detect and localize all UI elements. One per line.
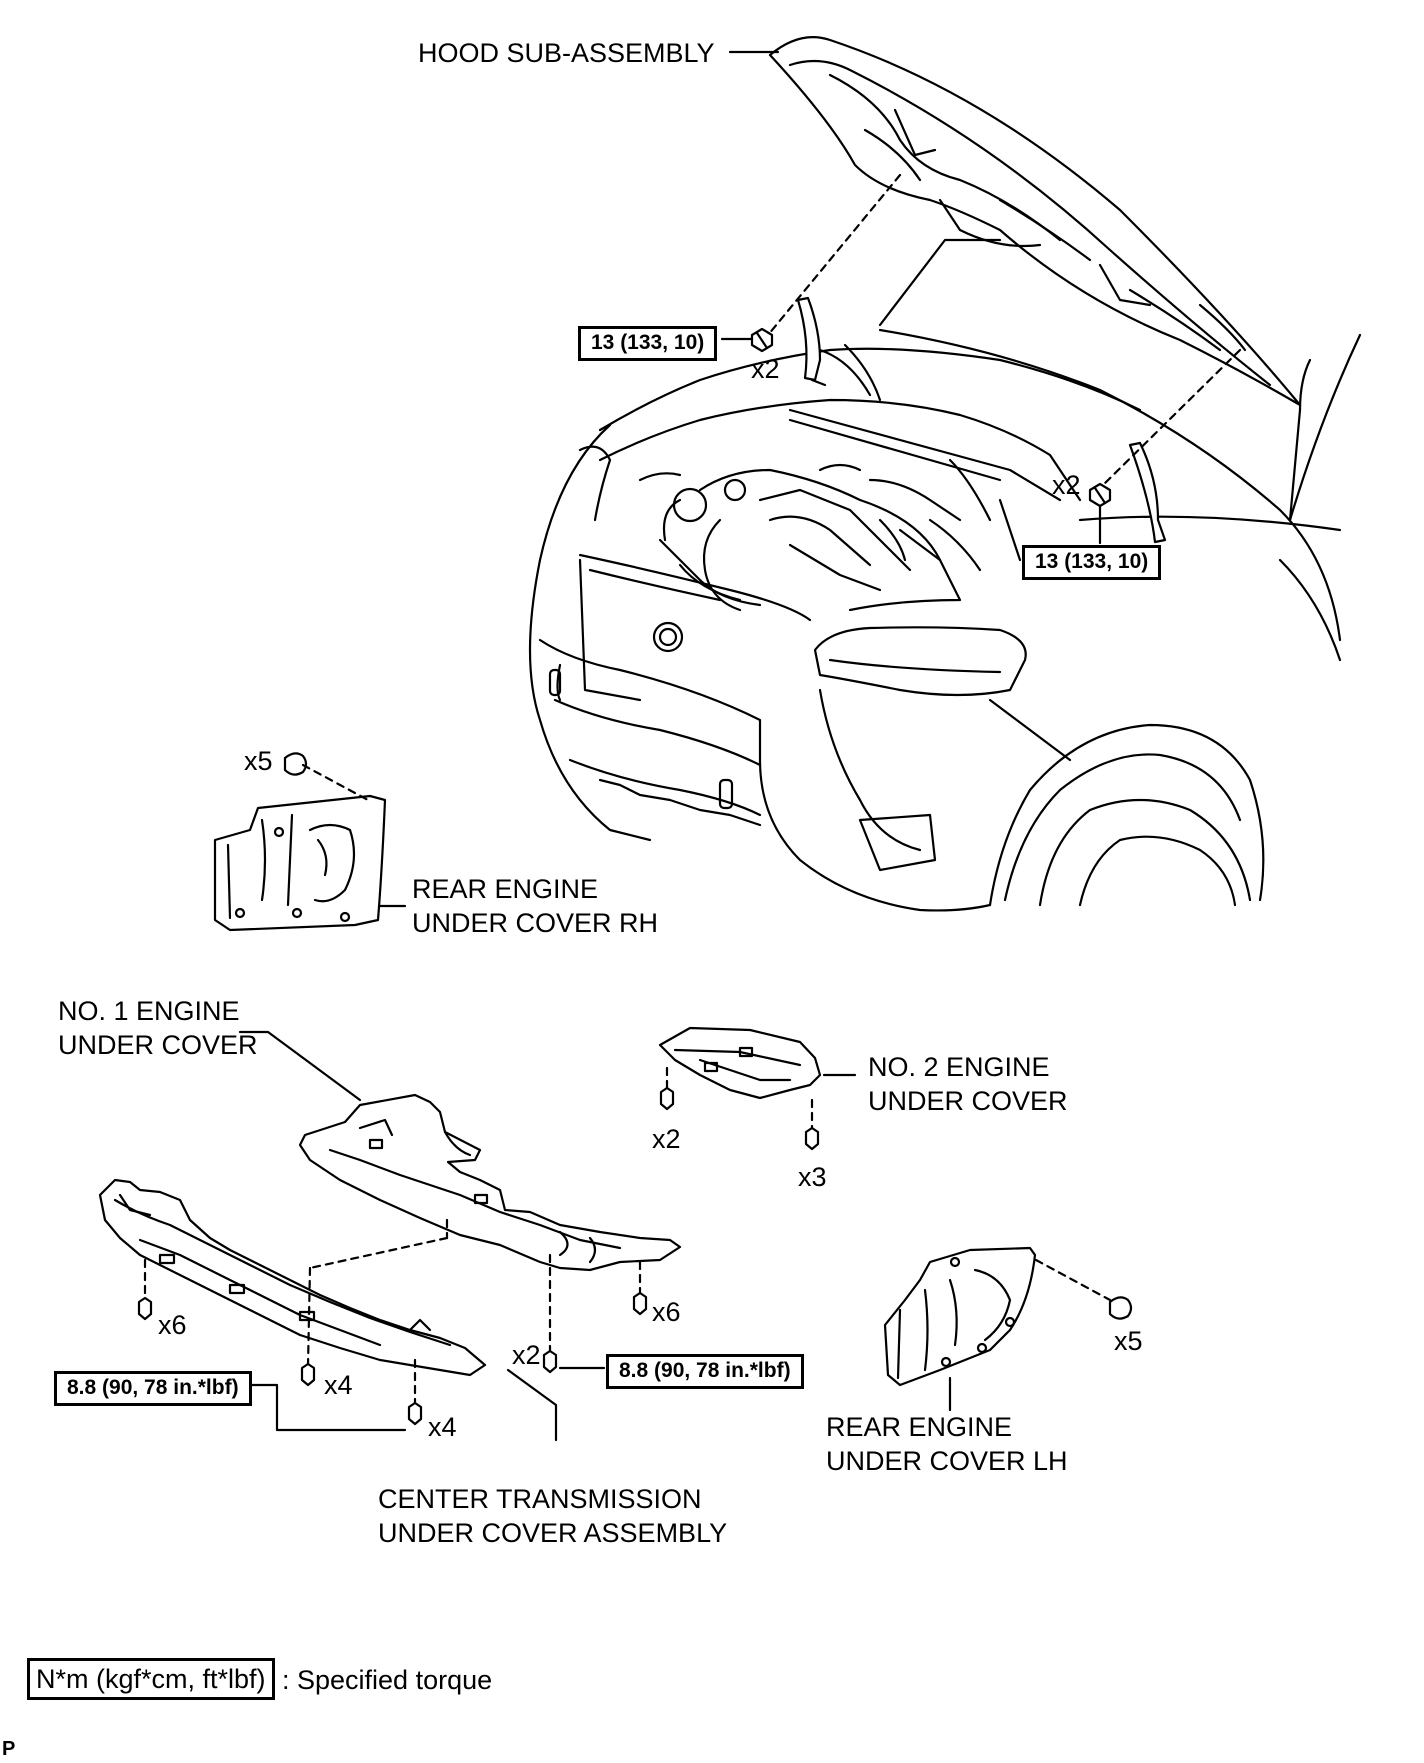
rear-rh-clip (283, 752, 308, 776)
hood-sub-assembly (768, 36, 1302, 407)
rear-lh-clip (1108, 1296, 1133, 1320)
hood-label: HOOD SUB-ASSEMBLY (418, 38, 715, 68)
under-cover-dashed-guides (143, 1066, 814, 1407)
under-left-torque-leader (250, 1383, 407, 1432)
vehicle-front (528, 238, 1362, 912)
no2-label-2: UNDER COVER (868, 1086, 1068, 1116)
hood-bolt-left (750, 327, 774, 353)
legend-torque-unit: N*m (kgf*cm, ft*lbf) (27, 1658, 275, 1700)
no1-label-2: UNDER COVER (58, 1030, 258, 1060)
no1-engine-under-cover (298, 1093, 682, 1272)
center-mid-qty: x2 (512, 1340, 541, 1370)
hood-bolt-right (1088, 482, 1112, 508)
hood-hinge-right (1128, 441, 1167, 544)
hood-hinge-left (796, 296, 827, 387)
rear-engine-under-cover-lh (883, 1246, 1037, 1387)
center-left-qty: x6 (158, 1310, 187, 1340)
center-transmission-under-cover (98, 1178, 487, 1377)
rear-rh-label-2: UNDER COVER RH (412, 908, 659, 938)
center-leader (506, 1368, 558, 1442)
under-cover-bolts (137, 1086, 820, 1426)
rear-rh-dashed (301, 763, 370, 802)
legend-text: : Specified torque (282, 1665, 493, 1695)
hood-dashed-guides (766, 173, 1242, 490)
rear-rh-qty: x5 (244, 746, 273, 776)
hood-left-torque: 13 (133, 10) (578, 326, 718, 361)
hood-right-qty: x2 (1052, 470, 1081, 500)
center-label-1: CENTER TRANSMISSION (378, 1484, 702, 1514)
rear-rh-label-1: REAR ENGINE (412, 874, 599, 904)
hood-right-torque: 13 (133, 10) (1022, 545, 1162, 580)
footer-code: P (2, 1738, 16, 1760)
rear-lh-label-2: UNDER COVER LH (826, 1446, 1068, 1476)
no2-left-qty: x2 (652, 1124, 681, 1154)
under-left-torque: 8.8 (90, 78 in.*lbf) (54, 1371, 252, 1406)
rear-lh-label-1: REAR ENGINE (826, 1412, 1013, 1442)
hood-left-qty: x2 (751, 354, 780, 384)
no2-engine-under-cover (658, 1026, 822, 1100)
no2-label-1: NO. 2 ENGINE (868, 1052, 1050, 1082)
center-x4-a-qty: x4 (324, 1370, 353, 1400)
rear-lh-dashed (1034, 1258, 1112, 1302)
no2-right-qty: x3 (798, 1162, 827, 1192)
no1-leader (266, 1030, 362, 1102)
rear-lh-qty: x5 (1114, 1326, 1143, 1356)
no1-right-qty: x6 (652, 1297, 681, 1327)
no1-label-1: NO. 1 ENGINE (58, 996, 240, 1026)
center-label-2: UNDER COVER ASSEMBLY (378, 1518, 728, 1548)
under-right-torque: 8.8 (90, 78 in.*lbf) (606, 1354, 804, 1389)
center-x4-b-qty: x4 (428, 1412, 457, 1442)
rear-engine-under-cover-rh (213, 794, 387, 932)
